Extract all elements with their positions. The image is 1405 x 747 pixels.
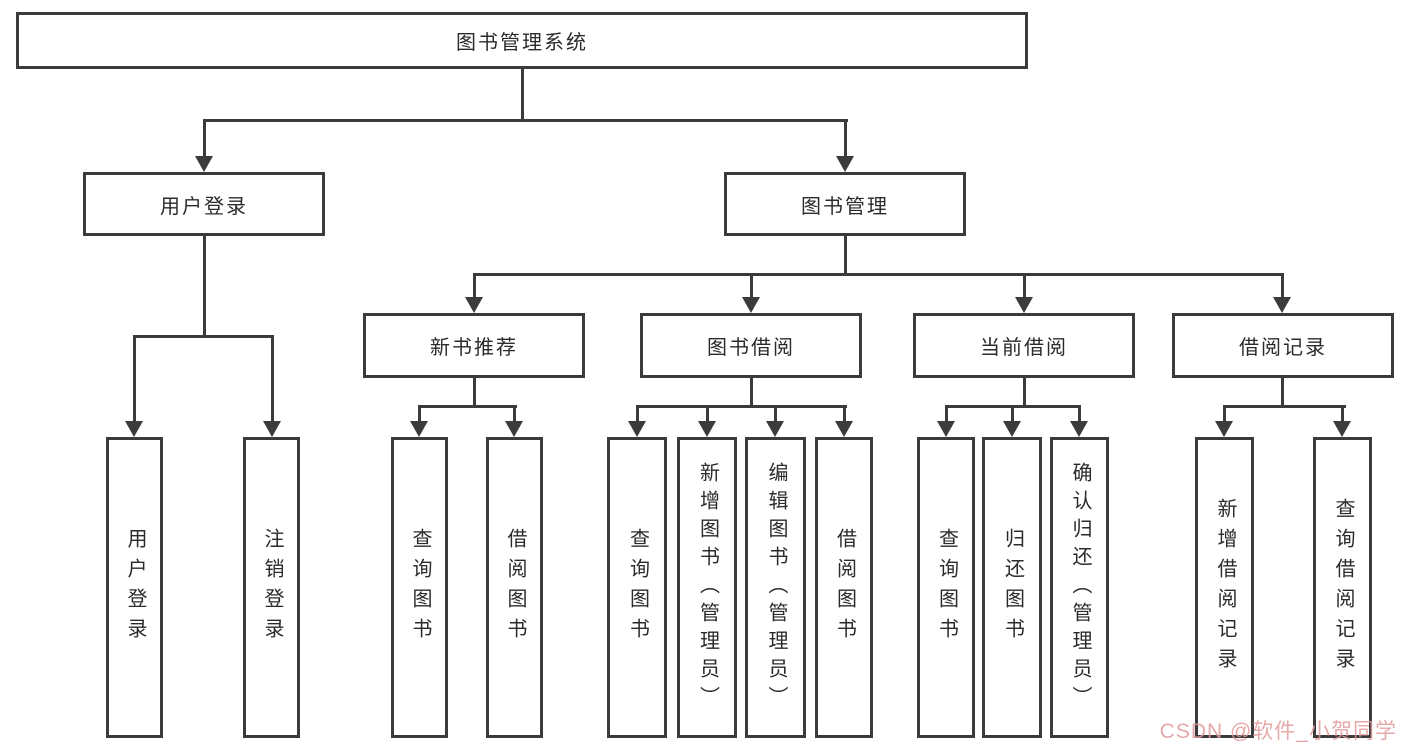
connector-current-stem [1022,378,1026,406]
node-root-label: 图书管理系统 [456,32,588,54]
connector-level2-bus [202,118,848,122]
leaf-current-query-book-label: 查询图书 [935,527,958,648]
leaf-borrowing-query-book: 查询图书 [607,437,667,738]
connector-recommend-stem [472,378,476,406]
leaf-recommend-borrow-book-label: 借阅图书 [504,527,526,648]
node-root: 图书管理系统 [16,12,1028,69]
connector-borrowing-bus [635,404,847,408]
leaf-records-add-record-label: 新增借阅记录 [1214,497,1236,678]
node-book-management: 图书管理 [724,172,966,236]
csdn-watermark: CSDN @软件_小贺同学 [1159,720,1397,743]
leaf-current-confirm-return-label: 确认归还（管理员） [1069,461,1091,714]
leaf-current-query-book: 查询图书 [917,437,975,738]
node-book-management-label: 图书管理 [801,195,889,218]
leaf-records-add-record: 新增借阅记录 [1195,437,1254,738]
leaf-borrowing-borrow-book-label: 借阅图书 [833,527,856,648]
node-current-borrowing: 当前借阅 [913,313,1135,378]
node-new-book-recommend: 新书推荐 [363,313,585,378]
leaf-borrowing-edit-book-label: 编辑图书（管理员） [765,461,787,714]
leaf-recommend-query-book: 查询图书 [391,437,448,738]
connector-level3-bus [472,272,1284,276]
connector-book-management-stem [843,236,847,274]
leaf-borrowing-add-book: 新增图书（管理员） [677,437,737,738]
leaf-borrowing-edit-book: 编辑图书（管理员） [745,437,806,738]
node-book-borrowing-label: 图书借阅 [707,337,795,359]
node-user-login-label: 用户登录 [160,195,248,218]
leaf-current-return-book-label: 归还图书 [1001,527,1024,648]
node-book-borrowing: 图书借阅 [640,313,862,378]
leaf-logout: 注销登录 [243,437,300,738]
leaf-logout-label: 注销登录 [261,527,283,648]
leaf-user-login: 用户登录 [106,437,163,738]
connector-recommend-bus [417,404,517,408]
leaf-borrowing-query-book-label: 查询图书 [626,527,649,648]
leaf-borrowing-add-book-label: 新增图书（管理员） [696,461,719,714]
node-borrowing-records: 借阅记录 [1172,313,1394,378]
leaf-user-login-label: 用户登录 [124,527,146,648]
connector-records-bus [1222,404,1346,408]
connector-user-login-stem [202,236,206,336]
leaf-recommend-borrow-book: 借阅图书 [486,437,543,738]
connector-user-login-bus [132,334,274,338]
node-borrowing-records-label: 借阅记录 [1239,337,1327,359]
connector-borrowing-stem [749,378,753,406]
leaf-recommend-query-book-label: 查询图书 [409,527,431,648]
connector-root-stem [520,69,524,120]
node-new-book-recommend-label: 新书推荐 [430,337,518,359]
leaf-records-query-record-label: 查询借阅记录 [1332,497,1354,678]
leaf-current-return-book: 归还图书 [982,437,1042,738]
node-user-login: 用户登录 [83,172,325,236]
connector-records-stem [1280,378,1284,406]
leaf-current-confirm-return: 确认归还（管理员） [1050,437,1109,738]
node-current-borrowing-label: 当前借阅 [980,337,1068,359]
leaf-borrowing-borrow-book: 借阅图书 [815,437,873,738]
leaf-records-query-record: 查询借阅记录 [1313,437,1372,738]
